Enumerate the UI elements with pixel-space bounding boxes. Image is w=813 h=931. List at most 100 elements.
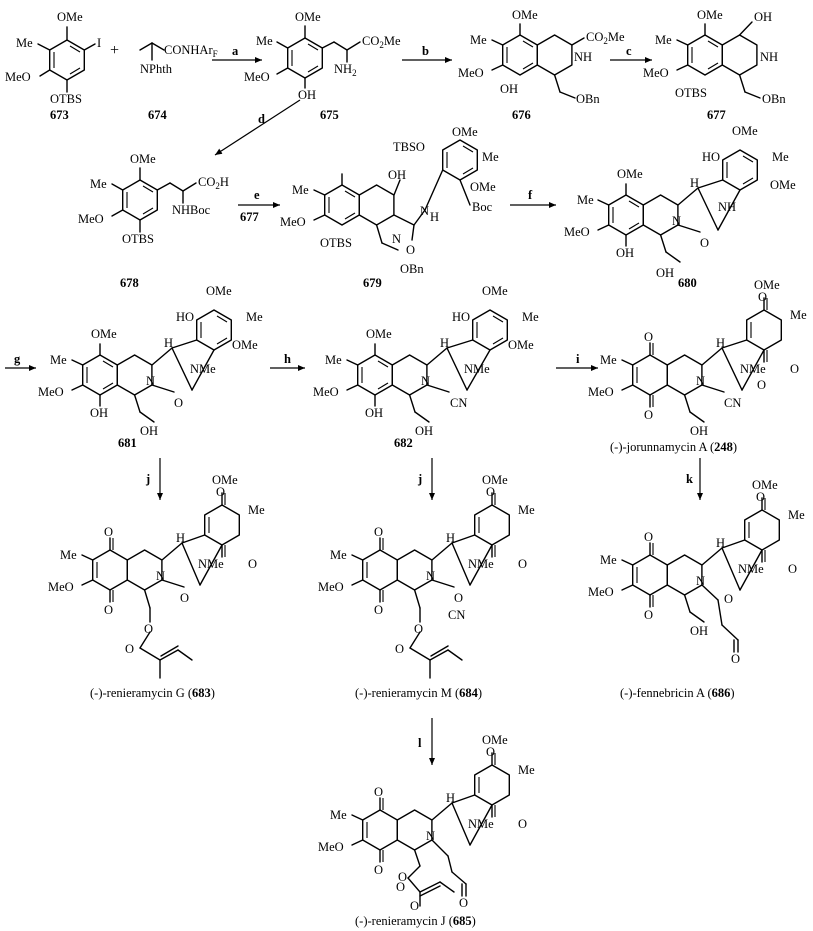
reagent-label-f: f	[528, 188, 533, 202]
reagent-label-e-compound: 677	[240, 210, 259, 224]
atom-label: NHBoc	[172, 203, 211, 217]
reagent-label-j-middle: j	[418, 472, 423, 486]
structure-686	[621, 497, 780, 653]
atom-label: O	[518, 817, 528, 831]
atom-label: MeO	[588, 385, 614, 399]
atom-label: NH	[574, 50, 593, 64]
atom-label: CN	[450, 396, 468, 410]
atom-label: O	[644, 330, 654, 344]
atom-label: OH	[365, 406, 384, 420]
atom-label: OH	[298, 88, 317, 102]
structure-248	[621, 297, 782, 423]
atom-label: OMe	[470, 180, 496, 194]
atom-label: OMe	[732, 124, 758, 138]
atom-label: CO2Me	[586, 30, 625, 46]
atom-label: Me	[50, 353, 67, 367]
structure-679	[313, 139, 478, 251]
atom-label: O	[180, 591, 190, 605]
compound-name-683: (-)-renieramycin G (683)	[90, 686, 215, 700]
atom-label: O	[454, 591, 464, 605]
structure-683	[81, 492, 241, 679]
atom-label: N	[426, 569, 436, 583]
compound-id-676: 676	[512, 108, 531, 122]
structure-680	[597, 149, 758, 263]
atom-label: OH	[656, 266, 675, 280]
atom-label: MeO	[588, 585, 614, 599]
atom-label: H	[440, 336, 450, 350]
atom-label: MeO	[38, 385, 64, 399]
atom-label: MeO	[244, 70, 270, 84]
atom-label: Me	[600, 553, 617, 567]
atom-label: Me	[518, 763, 535, 777]
atom-label: O	[396, 880, 406, 894]
atom-label: OMe	[91, 327, 117, 341]
structure-674	[139, 42, 165, 61]
atom-label: Me	[655, 33, 672, 47]
atom-label: Me	[16, 36, 33, 50]
atom-label: O	[758, 290, 768, 304]
atom-label: N	[672, 214, 682, 228]
atom-label: OMe	[752, 478, 778, 492]
atom-label: O	[410, 899, 420, 913]
atom-label: TBSO	[393, 140, 425, 154]
atom-label: OTBS	[50, 92, 82, 106]
atom-label: N	[426, 829, 436, 843]
structure-675	[276, 25, 361, 89]
compound-id-680: 680	[678, 276, 697, 290]
atom-label: N	[696, 574, 706, 588]
structure-678	[111, 167, 197, 233]
atom-label: OMe	[697, 8, 723, 22]
atom-label: OMe	[512, 8, 538, 22]
compound-id-679: 679	[363, 276, 382, 290]
atom-label: O	[406, 243, 416, 257]
atom-label: OMe	[232, 338, 258, 352]
reagent-label-i: i	[576, 352, 580, 366]
atom-label: Me	[790, 308, 807, 322]
atom-label: OMe	[57, 10, 83, 24]
atom-label: OH	[690, 624, 709, 638]
atom-label: Me	[330, 808, 347, 822]
atom-label: O	[486, 745, 496, 759]
atom-label: O	[174, 396, 184, 410]
atom-label: OMe	[508, 338, 534, 352]
atom-label: OH	[616, 246, 635, 260]
atom-label: Me	[256, 34, 273, 48]
atom-label: O	[374, 603, 384, 617]
atom-label: OMe	[482, 284, 508, 298]
atom-label: OMe	[212, 473, 238, 487]
atom-label: OMe	[482, 473, 508, 487]
atom-label: NH	[760, 50, 779, 64]
atom-label: H	[164, 336, 174, 350]
structure-685	[351, 752, 510, 907]
atom-label: N	[156, 569, 166, 583]
atom-label: NMe	[740, 362, 766, 376]
compound-name-685: (-)-renieramycin J (685)	[355, 914, 476, 928]
atom-label: H	[446, 531, 456, 545]
atom-label: O	[374, 863, 384, 877]
atom-label: OMe	[452, 125, 478, 139]
atom-label: Me	[330, 548, 347, 562]
atom-label: H	[446, 791, 456, 805]
atom-label: O	[644, 408, 654, 422]
atom-label: NPhth	[140, 62, 172, 76]
reagent-label-h: h	[284, 352, 291, 366]
atom-label: O	[756, 490, 766, 504]
atom-label: OMe	[770, 178, 796, 192]
atom-label: CO2Me	[362, 34, 401, 50]
atom-label: OH	[500, 82, 519, 96]
atom-label: O	[644, 608, 654, 622]
structure-673	[37, 26, 96, 93]
atom-label: Me	[522, 310, 539, 324]
atom-label: NMe	[464, 362, 490, 376]
plus-sign: +	[110, 42, 120, 59]
atom-label: NMe	[468, 557, 494, 571]
atom-label: Me	[246, 310, 263, 324]
atom-label: N	[420, 204, 430, 218]
reagent-label-d: d	[258, 112, 265, 126]
atom-label: MeO	[318, 580, 344, 594]
structure-684	[351, 492, 510, 679]
atom-label: NH	[718, 200, 737, 214]
atom-label: Me	[482, 150, 499, 164]
atom-label: O	[731, 652, 741, 666]
